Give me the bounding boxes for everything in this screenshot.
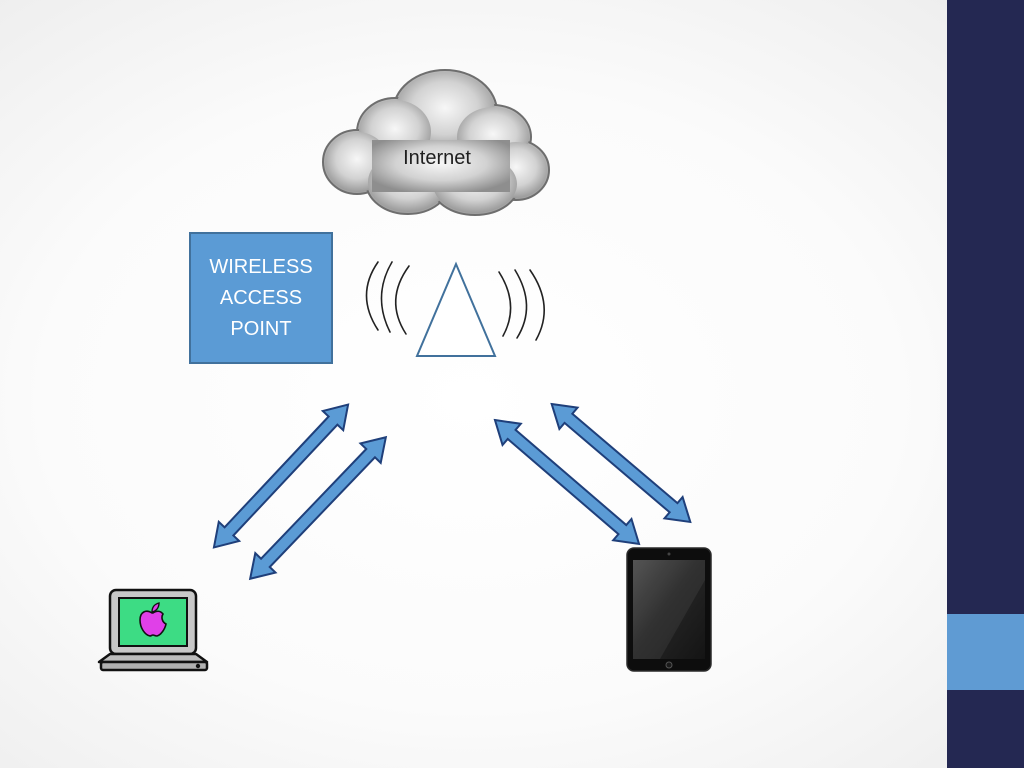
internet-label: Internet [403,147,471,169]
tablet-icon [626,547,712,672]
sidebar-accent-block [947,614,1024,690]
wireless-access-point-label: WIRELESS ACCESS POINT [209,255,313,340]
cloud-icon [322,69,550,216]
wireless-access-point-box: WIRELESS ACCESS POINT [189,232,333,364]
radio-waves-right [498,269,545,341]
laptop-icon [97,588,209,672]
arrow-laptop-to-ap-2 [248,435,388,581]
radio-waves-left [365,261,410,335]
arrow-ap-to-tablet-2 [550,402,692,524]
arrow-ap-to-tablet-1 [493,418,641,546]
antenna-icon [415,261,497,357]
arrow-laptop-to-ap-1 [212,403,350,549]
apple-logo-icon [139,602,167,637]
